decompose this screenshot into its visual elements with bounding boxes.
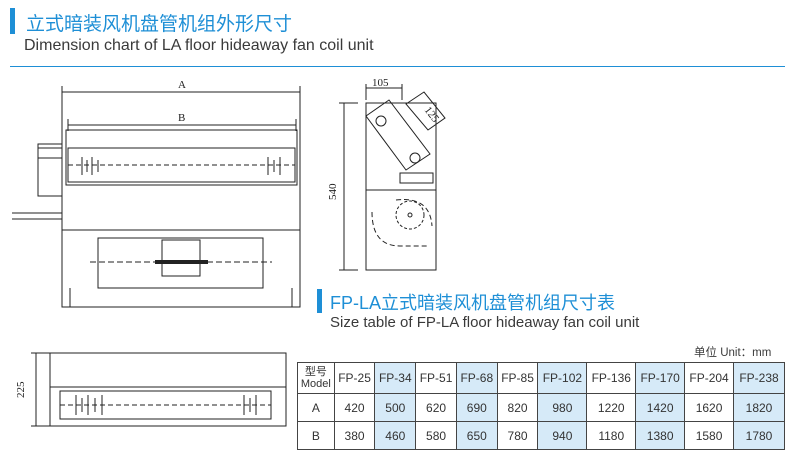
table-cell: 980 <box>537 393 588 422</box>
table-row: A 420 500 620 690 820 980 1220 1420 1620… <box>297 393 786 422</box>
section2-title-cn: FP-LA立式暗装风机盘管机组尺寸表 <box>330 293 616 313</box>
table-cell: 1620 <box>684 393 734 422</box>
section1-title-en: Dimension chart of LA floor hideaway fan… <box>24 37 374 54</box>
side-dim-540: 540 <box>327 183 339 200</box>
table-row: B 380 460 580 650 780 940 1180 1380 1580… <box>297 421 786 450</box>
front-dim-b: B <box>178 112 185 124</box>
side-view-drawing <box>339 84 446 271</box>
table-cell: 1180 <box>586 421 637 450</box>
table-cell: 1580 <box>684 421 734 450</box>
section-divider <box>10 66 785 67</box>
table-cell: 1820 <box>732 393 786 422</box>
top-dim-225: 225 <box>15 381 27 398</box>
section2-accent-bar <box>317 289 322 313</box>
table-cell: 420 <box>333 393 376 422</box>
table-header-row: 型号 Model FP-25 FP-34 FP-51 FP-68 FP-85 F… <box>297 362 786 394</box>
table-cell: 1420 <box>635 393 686 422</box>
model-col-header: FP-25 <box>333 362 376 394</box>
model-col-header: FP-136 <box>586 362 637 394</box>
side-dim-105: 105 <box>372 77 389 89</box>
section1-accent-bar <box>10 8 15 34</box>
model-header-cell: 型号 Model <box>297 362 335 394</box>
model-header-cn: 型号 <box>304 366 327 378</box>
model-col-header: FP-85 <box>496 362 539 394</box>
section2-title-en: Size table of FP-LA floor hideaway fan c… <box>330 314 640 331</box>
table-cell: 620 <box>415 393 457 422</box>
model-col-header: FP-68 <box>455 362 498 394</box>
table-cell: 690 <box>455 393 498 422</box>
section1-title-cn: 立式暗装风机盘管机组外形尺寸 <box>26 14 293 35</box>
front-dim-a: A <box>178 79 186 91</box>
table-cell: 460 <box>374 421 417 450</box>
table-cell: 380 <box>333 421 376 450</box>
row-label: B <box>297 421 335 450</box>
model-header-en: Model <box>300 378 331 390</box>
table-cell: 780 <box>496 421 539 450</box>
table-cell: 1780 <box>732 421 786 450</box>
model-col-header: FP-51 <box>415 362 457 394</box>
size-table: 型号 Model FP-25 FP-34 FP-51 FP-68 FP-85 F… <box>297 362 786 450</box>
model-col-header: FP-34 <box>374 362 417 394</box>
model-col-header: FP-204 <box>684 362 734 394</box>
table-cell: 580 <box>415 421 457 450</box>
model-col-header: FP-102 <box>537 362 588 394</box>
unit-note: 单位 Unit：mm <box>694 347 772 359</box>
top-view-drawing <box>31 352 287 427</box>
table-cell: 650 <box>455 421 498 450</box>
table-cell: 940 <box>537 421 588 450</box>
table-cell: 500 <box>374 393 417 422</box>
model-col-header: FP-238 <box>732 362 786 394</box>
table-cell: 1380 <box>635 421 686 450</box>
table-cell: 1220 <box>586 393 637 422</box>
table-cell: 820 <box>496 393 539 422</box>
row-label: A <box>297 393 335 422</box>
model-col-header: FP-170 <box>635 362 686 394</box>
